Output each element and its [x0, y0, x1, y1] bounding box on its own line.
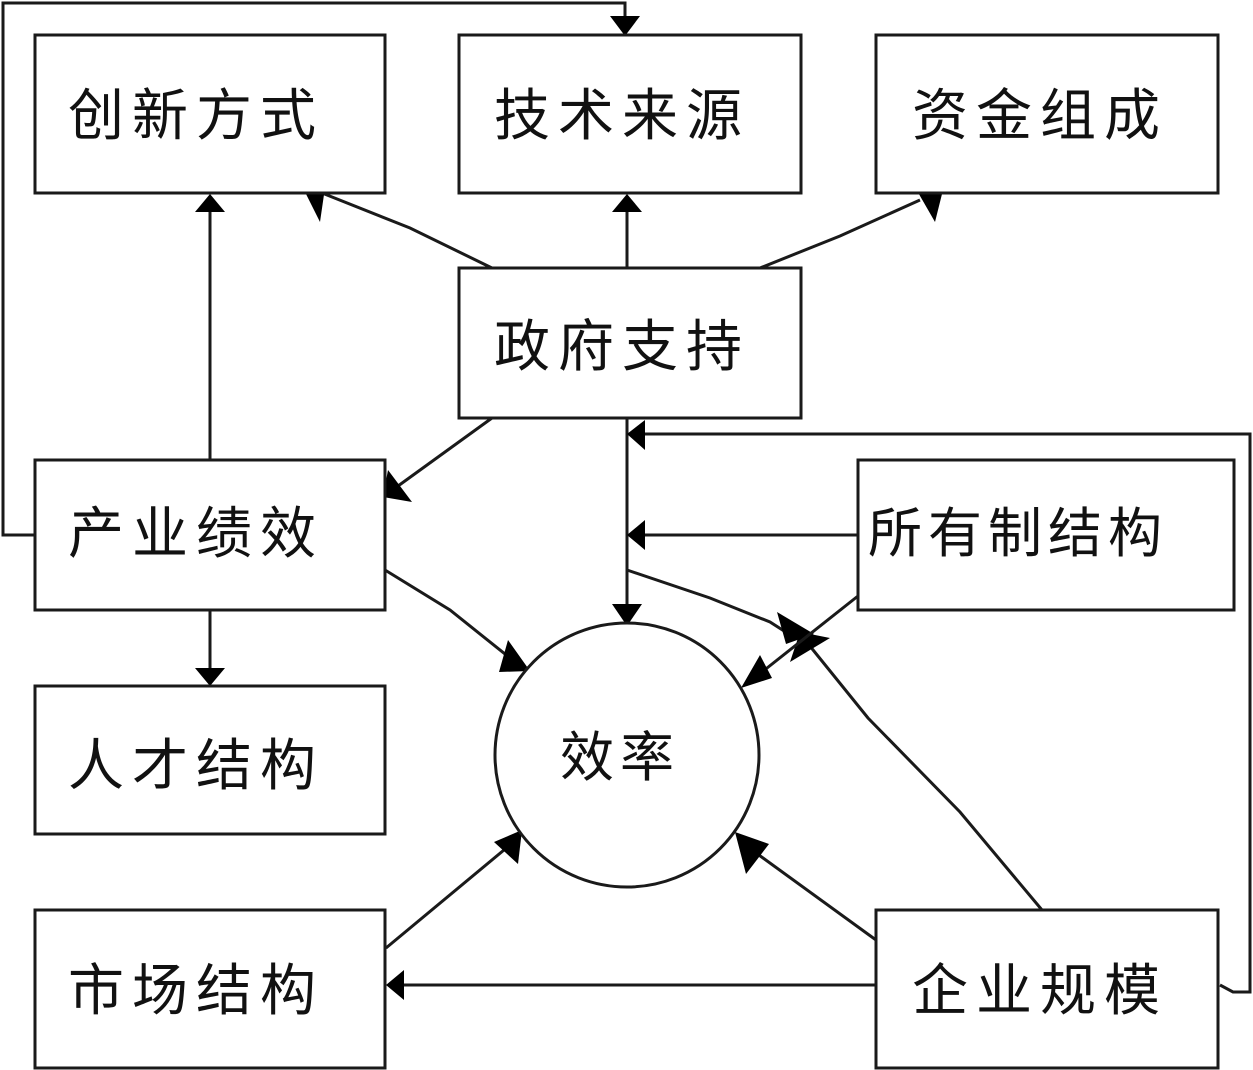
arrowhead-ownership-gov: [627, 520, 645, 550]
edge-gov-to-innovation: [321, 191, 493, 270]
edge-ownership-to-efficiency: [761, 594, 859, 674]
node-market-structure: 市场结构: [33, 908, 387, 1070]
arrowhead-efficiency-bottom-right: [735, 832, 769, 874]
node-label: 创新方式: [68, 84, 324, 149]
node-innovation-mode: 创新方式: [33, 33, 387, 195]
node-efficiency: 效率: [493, 621, 761, 889]
node-tech-source: 技术来源: [457, 33, 803, 195]
node-capital-composition: 资金组成: [874, 33, 1220, 195]
arrowhead-innovation: [195, 194, 225, 212]
edge-market-to-efficiency: [385, 843, 511, 950]
node-label: 市场结构: [68, 959, 324, 1024]
node-label: 人才结构: [68, 734, 324, 799]
node-label: 所有制结构: [868, 502, 1168, 565]
edge-scale-to-ownership: [803, 639, 1044, 911]
arrowhead-market: [386, 970, 404, 1000]
arrowhead-performance: [383, 470, 412, 502]
arrowhead-talent: [195, 668, 225, 686]
node-label: 技术来源: [494, 84, 750, 149]
arrowhead-efficiency-right: [741, 655, 772, 688]
node-label: 资金组成: [912, 84, 1168, 149]
edge-gov-to-capital: [759, 198, 921, 270]
arrowhead-tech-source: [612, 194, 642, 212]
arrowhead-scale-ownership: [790, 632, 830, 662]
node-ownership-structure: 所有制结构: [856, 458, 1236, 612]
edge-performance-to-efficiency: [384, 568, 516, 664]
arrowhead-efficiency-left: [499, 640, 530, 672]
arrowhead-gov-loop: [627, 420, 645, 450]
node-firm-scale: 企业规模: [874, 908, 1220, 1070]
node-label: 政府支持: [494, 315, 750, 380]
node-label: 产业绩效: [68, 502, 324, 567]
node-industry-performance: 产业绩效: [33, 458, 387, 612]
edge-performance-to-tech-source: [1, 1, 627, 537]
arrowhead-efficiency-top: [612, 604, 642, 626]
arrowhead-tech-source-top: [610, 16, 640, 36]
node-label: 效率: [560, 726, 680, 789]
node-label: 企业规模: [912, 959, 1168, 1024]
arrowhead-efficiency-bottom-left: [494, 830, 522, 864]
edges: [1, 1, 1252, 1000]
edge-gov-to-performance: [397, 416, 493, 488]
node-gov-support: 政府支持: [457, 266, 803, 420]
edge-scale-to-efficiency: [751, 848, 877, 942]
node-talent-structure: 人才结构: [33, 684, 387, 836]
edge-scale-to-gov: [640, 432, 1252, 994]
